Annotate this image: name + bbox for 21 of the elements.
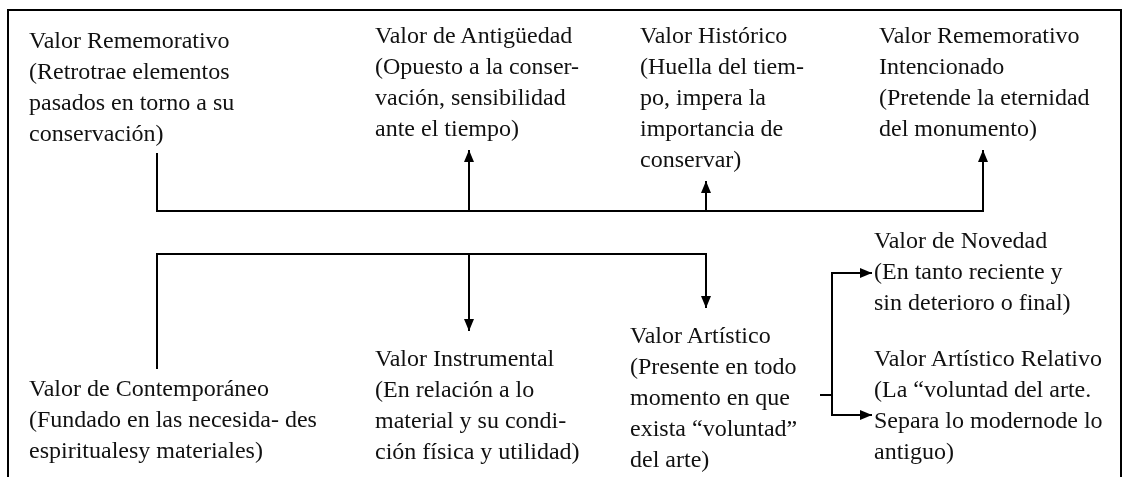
value-description: (Huella del tiem- po, impera la importancia de conservar) bbox=[640, 52, 805, 174]
value-description: (Pretende la eternidad del monumento) bbox=[879, 83, 1091, 143]
value-description: (La “voluntad del arte. Separa lo modernode lo antiguo) bbox=[874, 375, 1104, 466]
value-description: (Opuesto a la conser- vación, sensibilidad ante el tiempo) bbox=[375, 52, 581, 143]
value-heading: Valor Artístico Relativo bbox=[874, 344, 1103, 373]
value-heading: Valor Histórico bbox=[640, 21, 789, 50]
value-description: (En relación a lo material y su condi- ción física y utilidad) bbox=[375, 375, 581, 466]
value-heading: Valor Instrumental bbox=[375, 344, 556, 373]
value-heading: Valor de Antigüedad bbox=[375, 21, 574, 50]
value-description: (En tanto reciente y sin deterioro o final) bbox=[874, 257, 1072, 317]
value-description: (Presente en todo momento en que exista “voluntad” del arte) bbox=[630, 352, 799, 474]
arrow bbox=[156, 149, 988, 212]
value-heading: Valor Rememorativo Intencionado bbox=[879, 21, 1081, 81]
value-heading: Valor Rememorativo bbox=[29, 26, 231, 55]
value-heading: Valor de Contemporáneo bbox=[29, 374, 270, 403]
arrow bbox=[819, 394, 873, 420]
value-description: (Retrotrae elementos pasados en torno a su conservación) bbox=[29, 57, 236, 148]
value-heading: Valor Artístico bbox=[630, 321, 772, 350]
value-description: (Fundado en las necesida- des espiritualesy materiales) bbox=[29, 405, 318, 465]
arrow bbox=[156, 253, 711, 370]
value-heading: Valor de Novedad bbox=[874, 226, 1049, 255]
